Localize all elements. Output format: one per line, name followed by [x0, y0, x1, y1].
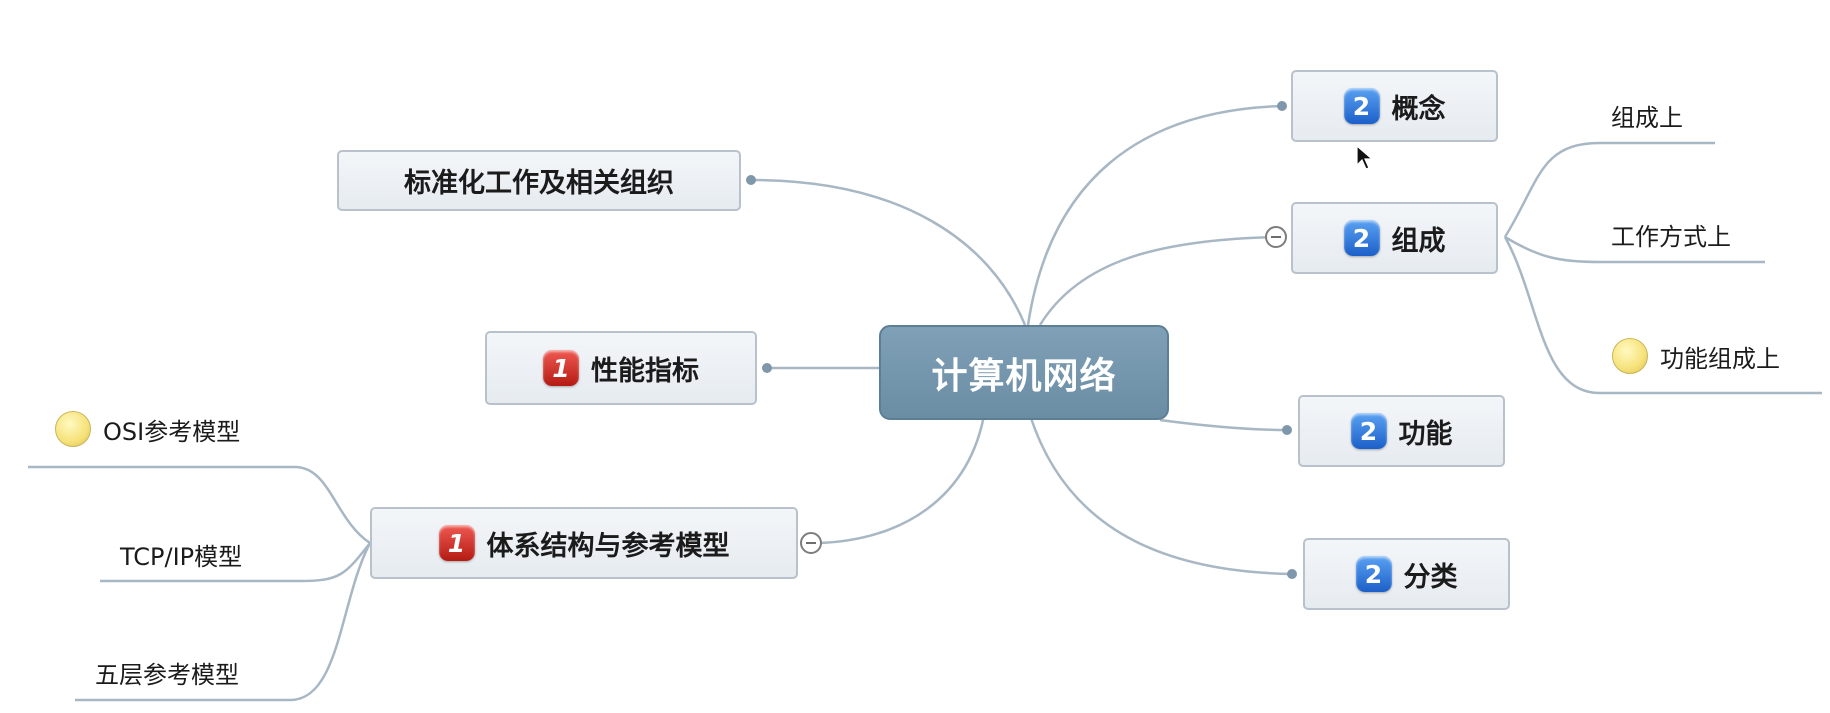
topic-concept[interactable]: 2 概念	[1291, 70, 1498, 142]
architecture-collapse-toggle[interactable]	[800, 532, 822, 554]
topic-architecture-label: 体系结构与参考模型	[486, 530, 730, 562]
subtopic-label: OSI参考模型	[103, 417, 241, 446]
yellow-marker-icon	[55, 411, 91, 447]
connector-pin	[1282, 425, 1292, 435]
topic-performance[interactable]: 1 性能指标	[485, 331, 757, 405]
priority-2-icon: 2	[1343, 220, 1380, 256]
link-composition-child-2	[1504, 235, 1765, 264]
link-composition-child-3	[1503, 236, 1822, 395]
priority-1-icon: 1	[543, 350, 579, 386]
central-topic-label: 计算机网络	[931, 355, 1117, 397]
topic-standards[interactable]: 标准化工作及相关组织	[337, 150, 741, 211]
subtopic-label: 五层参考模型	[95, 661, 239, 689]
link-architecture-child-1	[28, 465, 371, 545]
topic-composition-label: 组成	[1391, 225, 1446, 257]
link-composition	[1038, 235, 1276, 326]
topic-function[interactable]: 2 功能	[1298, 395, 1505, 467]
topic-performance-label: 性能指标	[591, 355, 699, 387]
link-concept	[1026, 104, 1284, 326]
link-standards	[751, 178, 1027, 326]
subtopic-label: 功能组成上	[1660, 344, 1780, 373]
connector-pin	[762, 363, 772, 373]
subtopic-architecture-3[interactable]: 五层参考模型	[95, 655, 239, 690]
subtopic-composition-1[interactable]: 组成上	[1611, 98, 1683, 133]
topic-function-label: 功能	[1398, 418, 1453, 450]
connector-pin	[1287, 569, 1297, 579]
priority-2-icon: 2	[1355, 556, 1392, 592]
subtopic-label: 组成上	[1611, 104, 1683, 132]
topic-concept-label: 概念	[1391, 93, 1446, 125]
subtopic-composition-2[interactable]: 工作方式上	[1611, 217, 1731, 252]
topic-classification-label: 分类	[1403, 561, 1458, 593]
topic-standards-label: 标准化工作及相关组织	[404, 168, 674, 199]
subtopic-label: TCP/IP模型	[120, 543, 243, 571]
priority-2-icon: 2	[1350, 413, 1387, 449]
link-classification	[1028, 414, 1293, 576]
connector-pin	[1277, 101, 1287, 111]
link-architecture	[819, 409, 987, 545]
topic-architecture[interactable]: 1 体系结构与参考模型	[370, 507, 798, 579]
priority-2-icon: 2	[1343, 88, 1380, 124]
link-architecture-child-3	[75, 542, 372, 702]
topic-classification[interactable]: 2 分类	[1303, 538, 1510, 610]
subtopic-label: 工作方式上	[1611, 223, 1731, 251]
subtopic-architecture-1[interactable]: OSI参考模型	[55, 411, 240, 447]
link-architecture-child-2	[100, 542, 371, 583]
yellow-marker-icon	[1612, 338, 1648, 374]
link-function	[1159, 418, 1288, 432]
mouse-pointer-icon	[1356, 145, 1374, 170]
link-composition-child-1	[1503, 141, 1715, 238]
topic-composition[interactable]: 2 组成	[1291, 202, 1498, 274]
priority-1-icon: 1	[438, 525, 475, 561]
composition-collapse-toggle[interactable]	[1265, 226, 1287, 248]
central-topic[interactable]: 计算机网络	[879, 325, 1169, 420]
subtopic-composition-3[interactable]: 功能组成上	[1612, 338, 1780, 374]
connector-pin	[746, 175, 756, 185]
subtopic-architecture-2[interactable]: TCP/IP模型	[120, 537, 242, 572]
